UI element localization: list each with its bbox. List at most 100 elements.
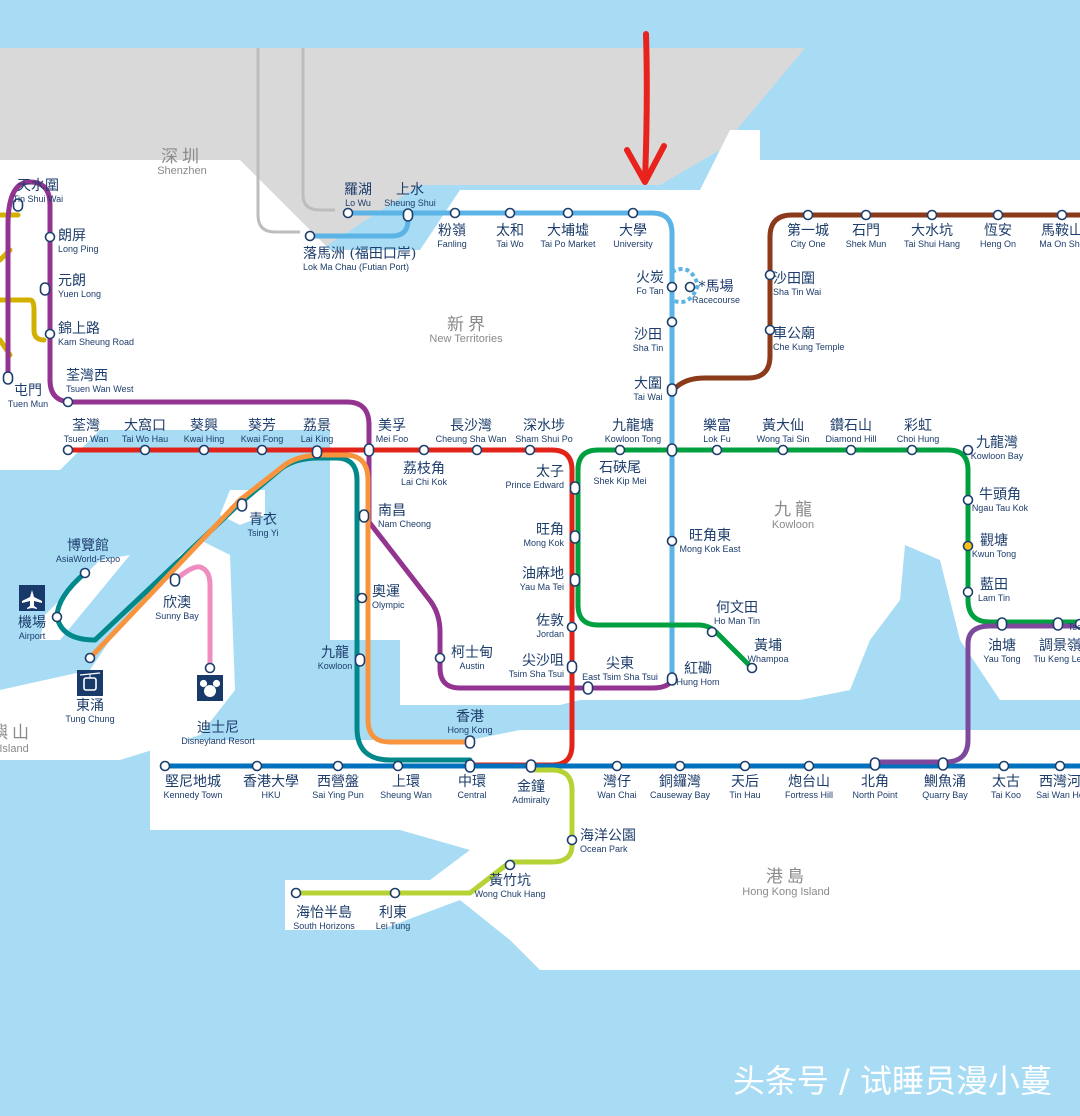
station-marker[interactable] [1054,760,1066,772]
station-marker[interactable] [860,209,872,221]
station-marker[interactable] [434,652,446,664]
station-marker[interactable] [198,444,210,456]
station-marker[interactable] [684,281,696,293]
interchange-marker[interactable] [2,371,14,385]
station-marker[interactable] [62,396,74,408]
station-marker[interactable] [290,887,302,899]
station-marker[interactable] [962,444,974,456]
interchange-marker[interactable] [566,660,578,674]
station-marker[interactable] [139,444,151,456]
station-marker[interactable] [471,444,483,456]
station-marker[interactable] [566,834,578,846]
station-marker[interactable] [356,592,368,604]
station-marker[interactable] [159,760,171,772]
station-marker[interactable] [764,269,776,281]
station-marker[interactable] [962,494,974,506]
interchange-marker[interactable] [666,383,678,397]
interchange-marker[interactable] [39,282,51,296]
station-marker[interactable] [389,887,401,899]
interchange-marker[interactable] [569,481,581,495]
interchange-marker[interactable] [569,573,581,587]
station-marker[interactable] [926,209,938,221]
station-marker[interactable] [342,207,354,219]
interchange-marker[interactable] [464,735,476,749]
station-marker[interactable] [504,207,516,219]
interchange-marker[interactable] [169,573,181,587]
interchange-marker[interactable] [937,757,949,771]
station-marker[interactable] [566,621,578,633]
interchange-marker[interactable] [1052,617,1064,631]
station-marker[interactable] [666,281,678,293]
station-marker[interactable] [992,209,1004,221]
station-marker[interactable] [79,567,91,579]
interchange-marker[interactable] [464,759,476,773]
interchange-marker[interactable] [525,759,537,773]
station-marker[interactable] [706,626,718,638]
interchange-marker[interactable] [569,530,581,544]
station-marker[interactable] [739,760,751,772]
interchange-marker[interactable] [666,443,678,457]
station-marker[interactable] [251,760,263,772]
station-marker[interactable] [1074,618,1080,630]
station-marker[interactable] [674,760,686,772]
station-marker[interactable] [562,207,574,219]
station-marker[interactable] [332,760,344,772]
station-marker[interactable] [504,859,516,871]
station-marker[interactable] [998,760,1010,772]
station-marker[interactable] [962,586,974,598]
